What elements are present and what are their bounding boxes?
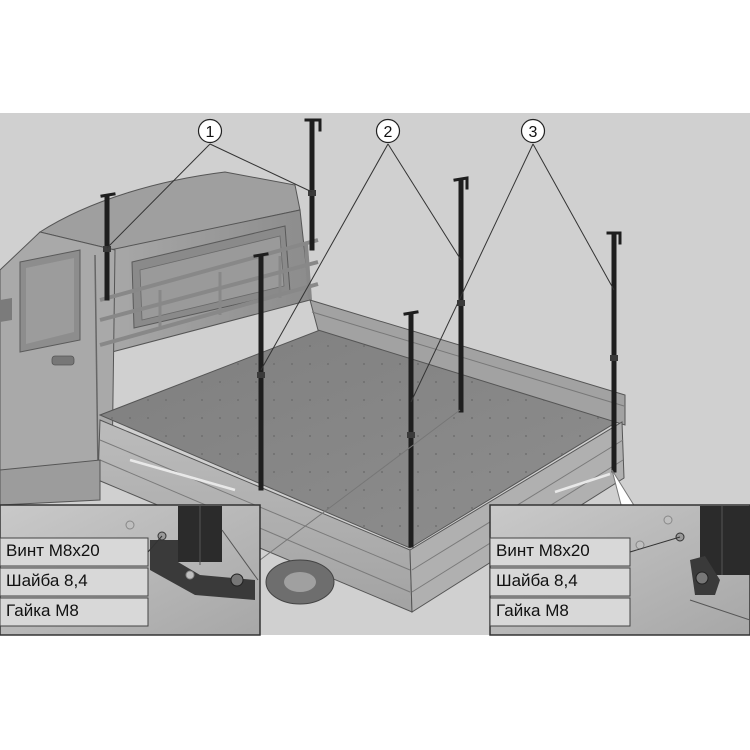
inset-right-label-nut: Гайка М8	[496, 601, 569, 620]
callout-3-label: 3	[529, 124, 538, 141]
inset-left-label-screw: Винт М8х20	[6, 541, 100, 560]
callout-1-label: 1	[206, 124, 215, 141]
inset-right	[489, 504, 750, 636]
inset-left-label-washer: Шайба 8,4	[6, 571, 88, 590]
callout-2: 2	[375, 118, 401, 144]
truck-cab	[0, 171, 319, 481]
inset-right-label-washer: Шайба 8,4	[496, 571, 578, 590]
inset-left	[0, 504, 261, 636]
callout-2-label: 2	[384, 124, 393, 141]
inset-right-label-screw: Винт М8х20	[496, 541, 590, 560]
callout-3: 3	[520, 118, 546, 144]
callout-1: 1	[197, 118, 223, 144]
inset-left-label-nut: Гайка М8	[6, 601, 79, 620]
